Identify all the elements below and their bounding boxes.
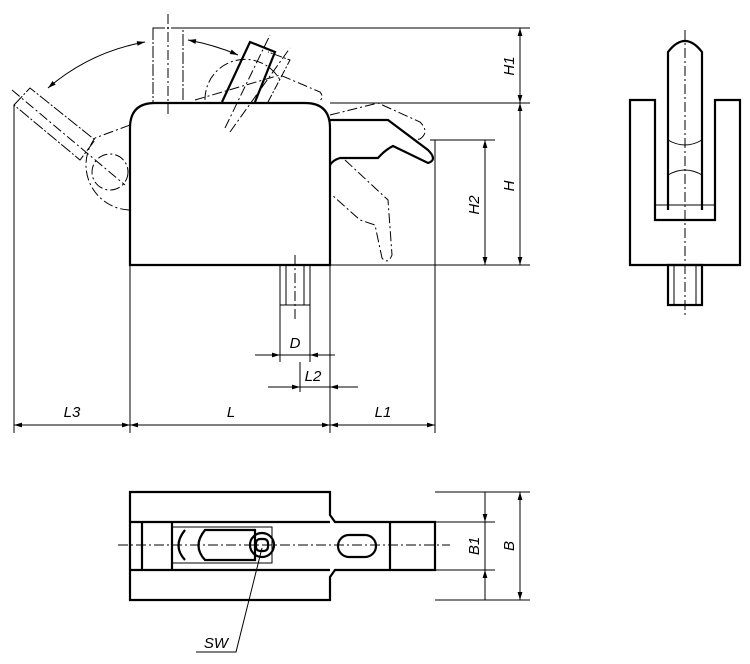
dim-l3: L3 bbox=[64, 404, 81, 421]
dim-l: L bbox=[227, 404, 235, 421]
front-view bbox=[11, 14, 435, 320]
side-pin bbox=[666, 39, 704, 210]
tilted-lever bbox=[221, 40, 277, 103]
body bbox=[128, 101, 332, 267]
rotation-arrow-left bbox=[47, 41, 146, 89]
extension-lines bbox=[13, 27, 530, 433]
dim-b1: B1 bbox=[466, 537, 483, 555]
dim-d: D bbox=[290, 335, 301, 352]
dim-h1: H1 bbox=[501, 56, 518, 75]
dimensions: H1 H H2 D L2 L3 L L1 bbox=[14, 28, 523, 428]
dim-l2: L2 bbox=[305, 368, 322, 385]
dim-h: H bbox=[501, 180, 518, 191]
slot bbox=[336, 533, 378, 559]
label-sw: SW bbox=[204, 635, 230, 652]
dim-l1: L1 bbox=[375, 404, 392, 421]
dim-b: B bbox=[501, 541, 518, 551]
left-lever bbox=[13, 87, 96, 161]
rotation-arrow-right bbox=[187, 39, 239, 56]
top-view: B1 B SW bbox=[118, 490, 530, 653]
side-view bbox=[628, 30, 742, 315]
clamp-arm bbox=[329, 118, 435, 166]
dim-h2: H2 bbox=[466, 195, 483, 215]
